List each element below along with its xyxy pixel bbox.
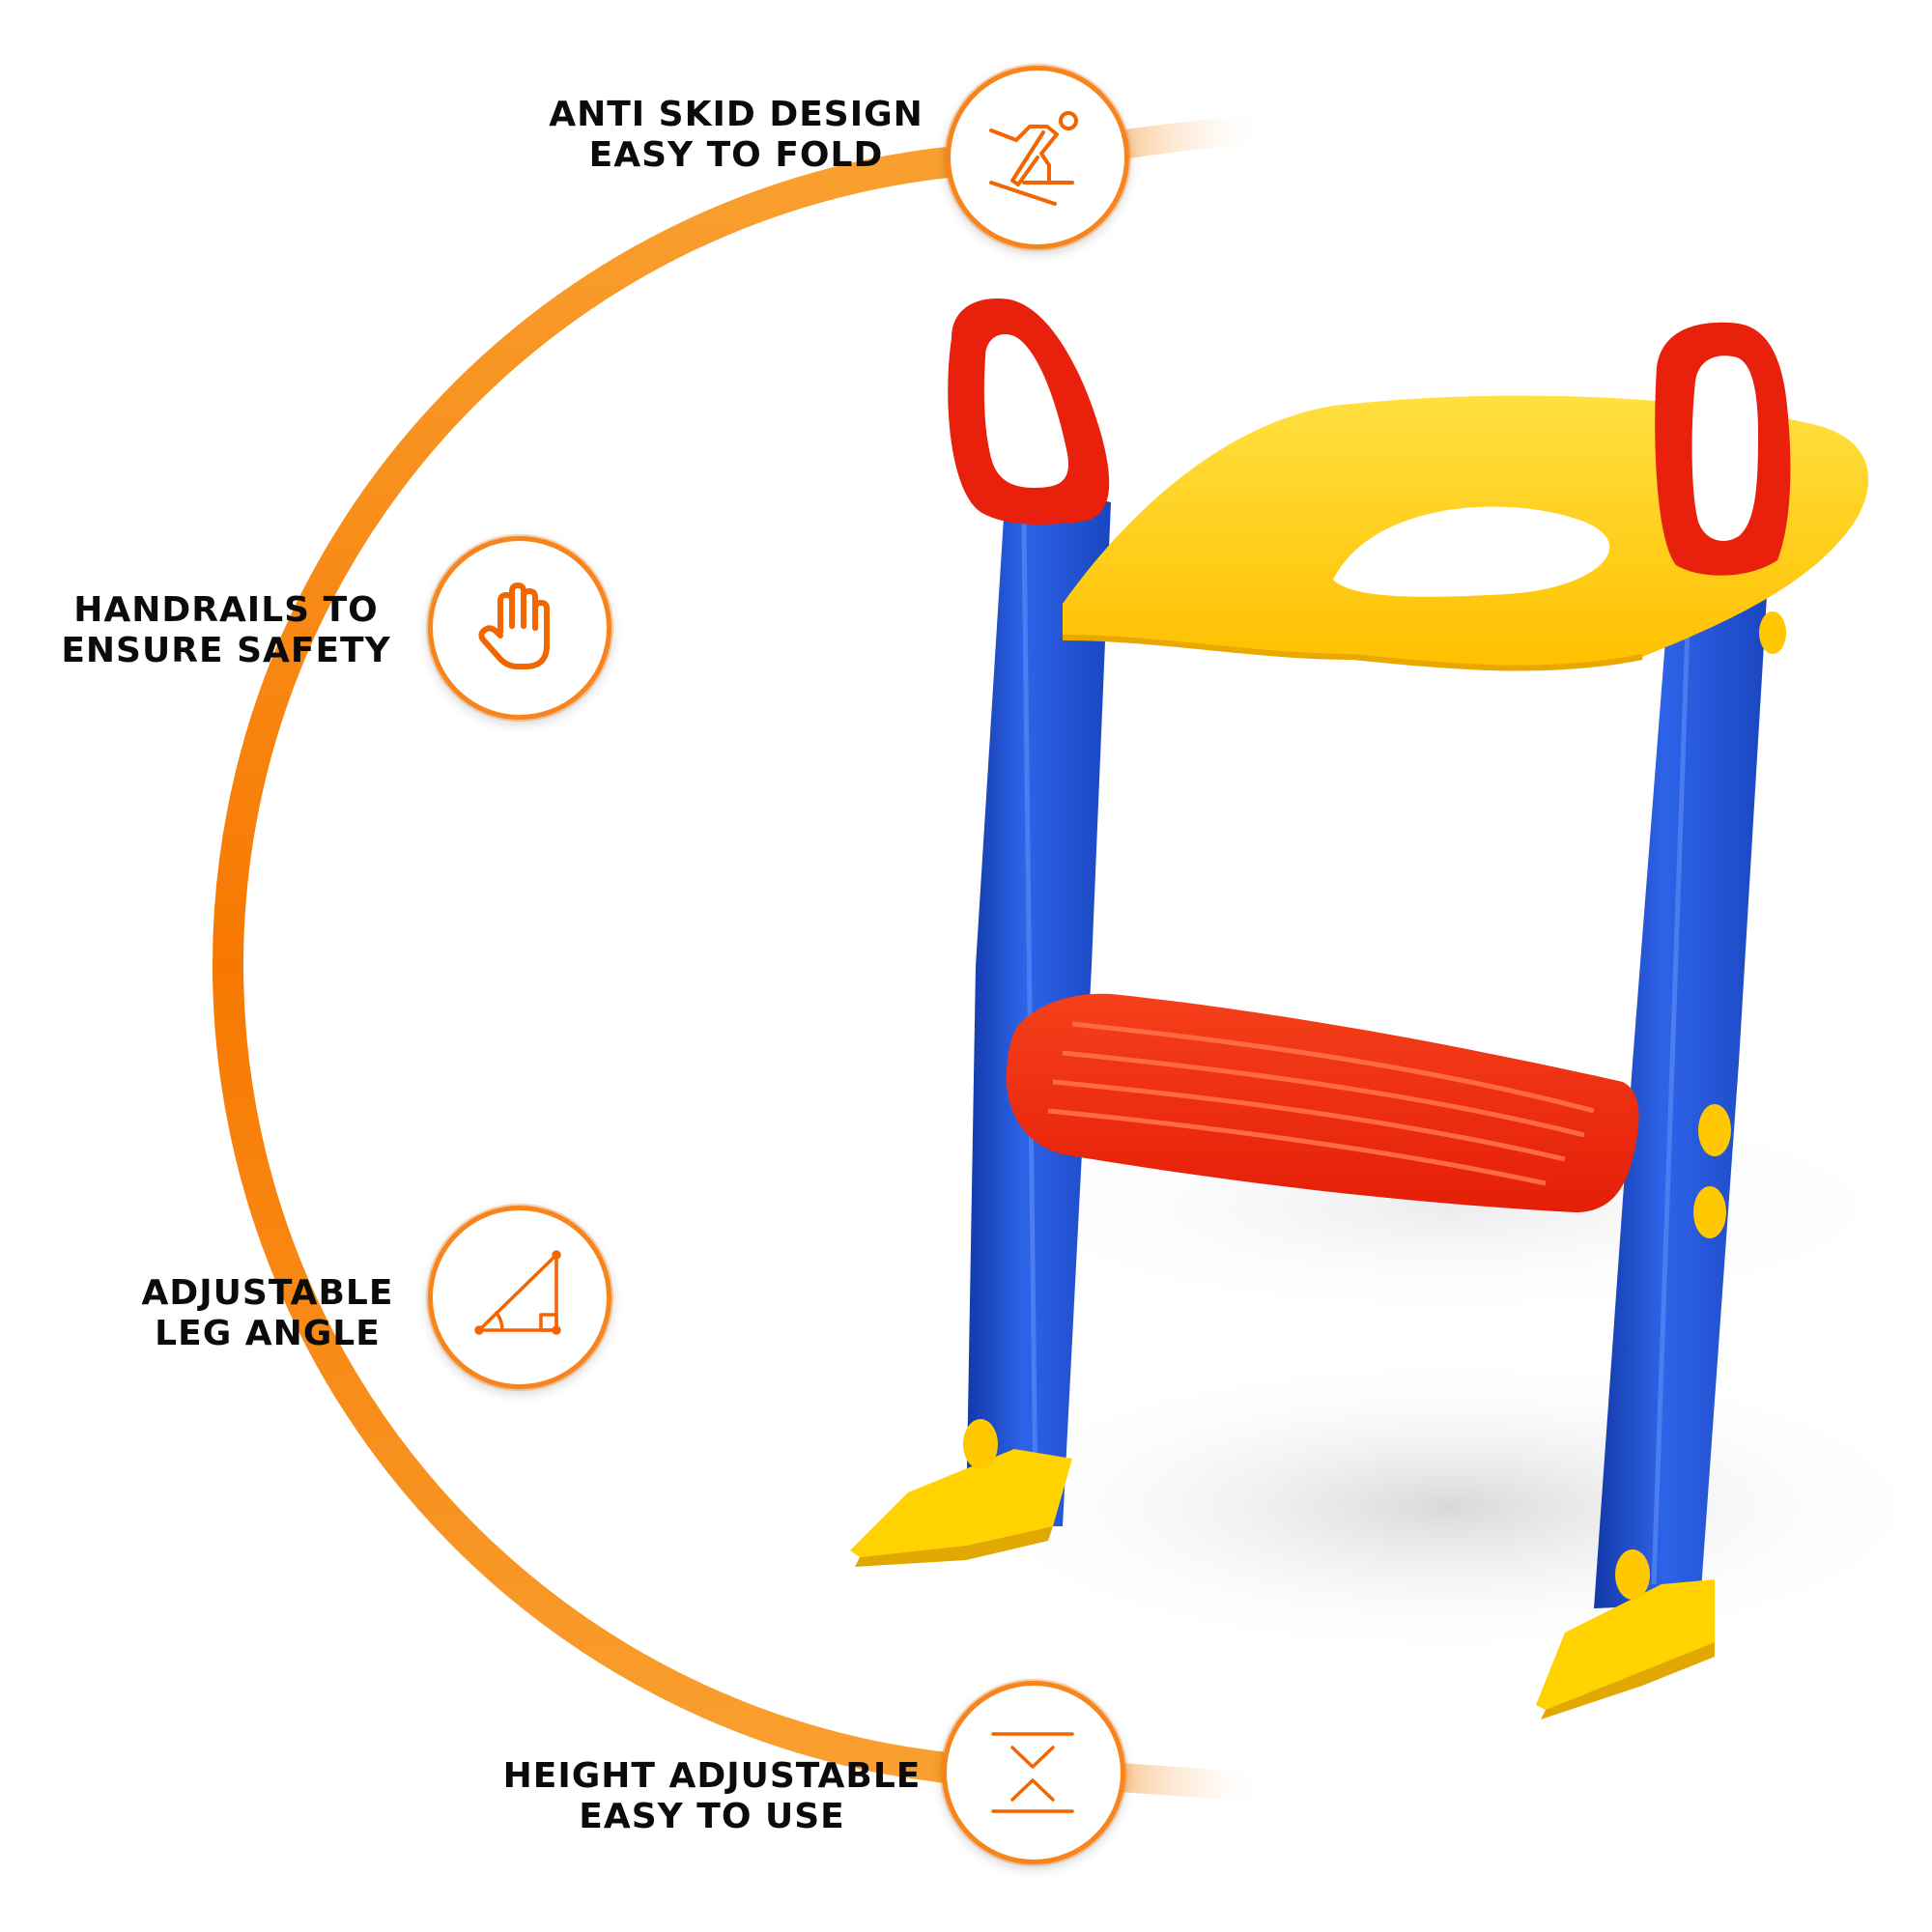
feature-line-2: ENSURE SAFETY [61, 631, 391, 670]
feature-arc [213, 141, 1053, 1788]
product-ladder-illustration [850, 298, 1869, 1719]
right-handle [1655, 322, 1791, 576]
feature-label-handrails: HANDRAILS TO ENSURE SAFETY [61, 590, 390, 671]
feature-line-1: ANTI SKID DESIGN [549, 95, 923, 134]
feature-badge-height [942, 1681, 1125, 1864]
arc-tail-bottom [1119, 1763, 1266, 1802]
hand-icon [478, 582, 550, 669]
right-foot [1536, 1549, 1715, 1719]
left-foot [850, 1419, 1072, 1567]
feature-line-1: HANDRAILS TO [73, 590, 379, 630]
floor-shadow [947, 1352, 1932, 1662]
feature-line-2: LEG ANGLE [155, 1314, 381, 1353]
height-adjust-icon [991, 1732, 1074, 1813]
right-triangle-angle-icon [474, 1250, 561, 1335]
skier-icon [989, 111, 1078, 206]
arc-tail-top [1118, 115, 1266, 159]
feature-label-anti-skid: ANTI SKID DESIGN EASY TO FOLD [549, 95, 923, 176]
feature-label-leg-angle: ADJUSTABLE LEG ANGLE [142, 1273, 394, 1354]
feature-line-1: ADJUSTABLE [141, 1273, 394, 1313]
feature-line-1: HEIGHT ADJUSTABLE [502, 1756, 922, 1796]
feature-badge-anti-skid [946, 66, 1129, 249]
left-handle [948, 298, 1110, 525]
step-platform [1006, 993, 1639, 1212]
feature-line-2: EASY TO FOLD [588, 135, 884, 175]
feature-line-2: EASY TO USE [579, 1797, 845, 1836]
feature-badge-handrails [428, 536, 611, 720]
feature-badge-leg-angle [428, 1206, 611, 1389]
feature-label-height: HEIGHT ADJUSTABLE EASY TO USE [503, 1756, 922, 1837]
